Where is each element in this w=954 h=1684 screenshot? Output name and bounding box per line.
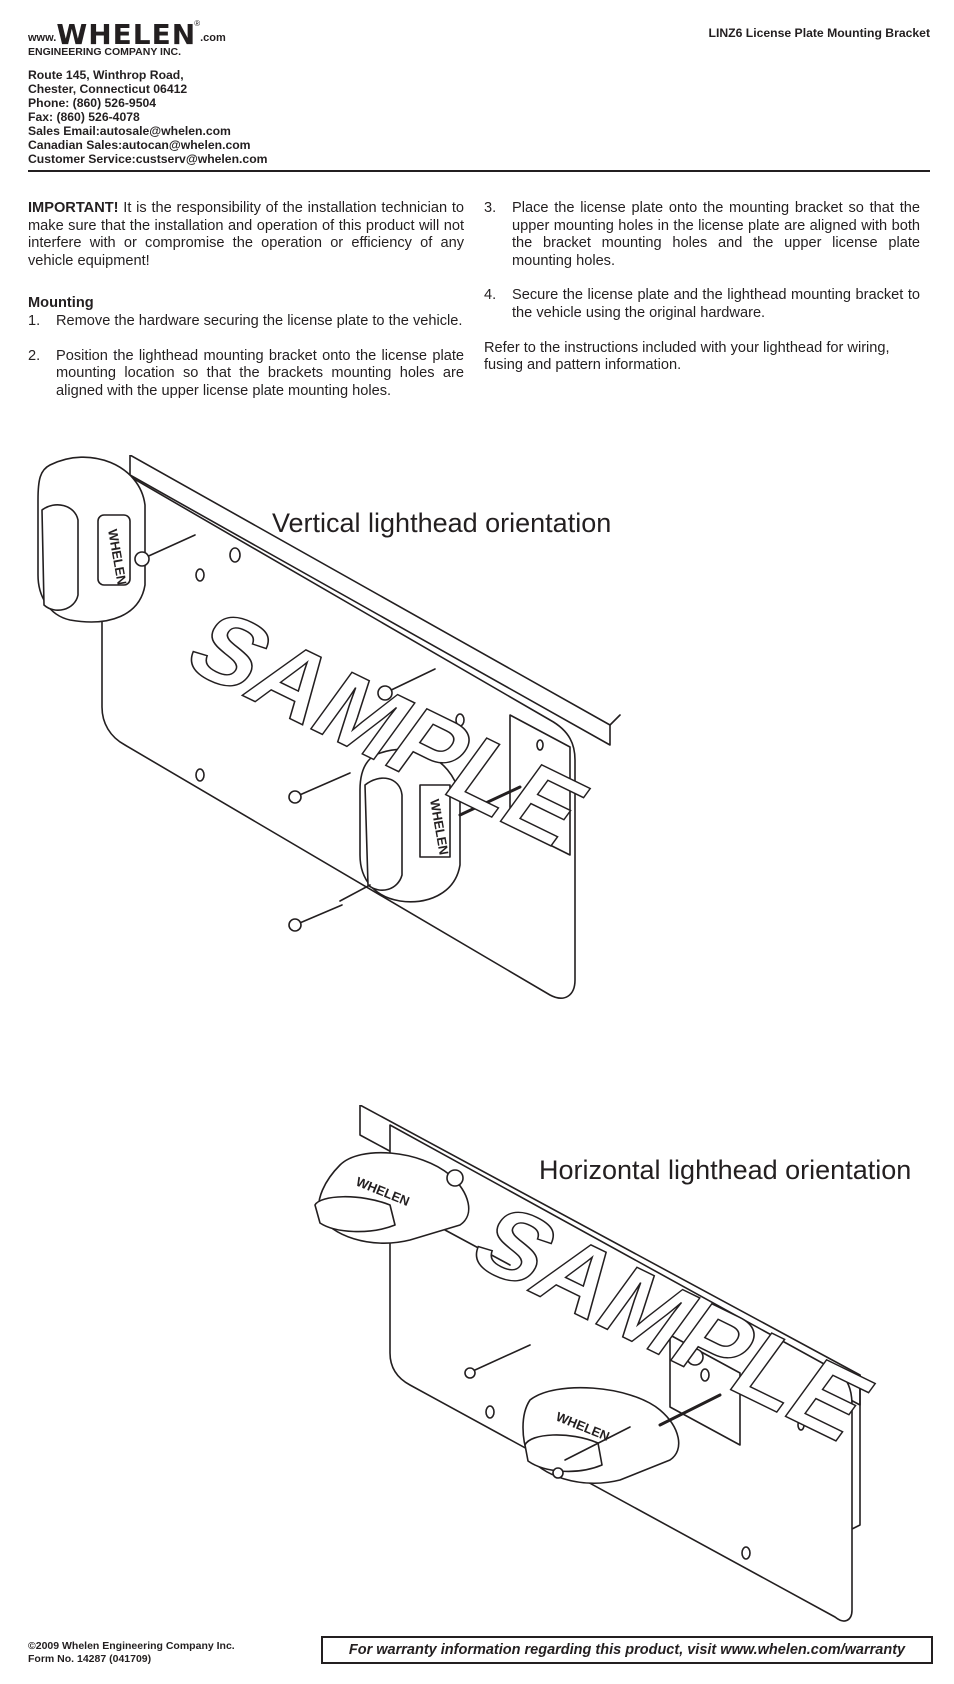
list-item: 4. Secure the license plate and the ligh…	[484, 287, 920, 322]
form-number: Form No. 14287 (041709)	[28, 1653, 152, 1665]
header-divider	[28, 170, 930, 172]
mounting-heading: Mounting	[28, 295, 94, 312]
step-text: Secure the license plate and the lighthe…	[512, 287, 920, 321]
step-text: Position the lighthead mounting bracket …	[56, 347, 464, 399]
step-text: Remove the hardware securing the license…	[56, 312, 463, 329]
sales-email-line: Sales Email:autosale@whelen.com	[28, 124, 231, 138]
horizontal-orientation-illustration: SAMPLE WHELEN WHELEN	[314, 1105, 880, 1622]
company-header: www. WHELEN ® .com ENGINEERING COMPANY I…	[28, 18, 267, 167]
step-text: Place the license plate onto the mountin…	[512, 200, 920, 269]
address-line: Route 145, Winthrop Road,	[28, 68, 184, 82]
step-number: 4.	[484, 287, 497, 304]
left-column: IMPORTANT! It is the responsibility of t…	[28, 200, 464, 417]
copyright: ©2009 Whelen Engineering Company Inc.	[28, 1640, 235, 1652]
canadian-sales-line: Canadian Sales:autocan@whelen.com	[28, 138, 251, 152]
phone-line: Phone: (860) 526-9504	[28, 96, 157, 110]
footer-info: ©2009 Whelen Engineering Company Inc. Fo…	[28, 1640, 235, 1666]
whelen-logo: www. WHELEN ® .com	[28, 18, 267, 51]
warranty-box: For warranty information regarding this …	[321, 1636, 933, 1664]
vertical-orientation-illustration: SAMPLE WHELEN WHELEN	[37, 455, 621, 999]
company-name: ENGINEERING COMPANY INC.	[28, 46, 182, 58]
fax-line: Fax: (860) 526-4078	[28, 110, 140, 124]
customer-service-line: Customer Service:custserv@whelen.com	[28, 152, 268, 166]
list-item: 2. Position the lighthead mounting brack…	[28, 348, 464, 401]
horizontal-orientation-caption: Horizontal lighthead orientation	[539, 1155, 912, 1185]
document-title: LINZ6 License Plate Mounting Bracket	[708, 26, 930, 40]
step-number: 2.	[28, 347, 41, 364]
important-text: It is the responsibility of the installa…	[28, 200, 464, 269]
wiring-note: Refer to the instructions included with …	[484, 339, 890, 374]
address-line: Chester, Connecticut 06412	[28, 82, 188, 96]
important-notice: IMPORTANT! It is the responsibility of t…	[28, 200, 464, 270]
contact-block: Route 145, Winthrop Road, Chester, Conne…	[28, 68, 267, 166]
step-number: 1.	[28, 312, 41, 329]
vertical-orientation-caption: Vertical lighthead orientation	[272, 508, 612, 538]
logo-registered-mark: ®	[194, 19, 201, 28]
list-item: 3. Place the license plate onto the moun…	[484, 200, 920, 270]
step-number: 3.	[484, 200, 497, 216]
right-column: 3. Place the license plate onto the moun…	[484, 200, 920, 375]
logo-suffix: .com	[200, 32, 226, 44]
logo-brand: WHELEN	[56, 18, 197, 51]
important-label: IMPORTANT!	[28, 200, 119, 216]
logo-prefix: www.	[28, 32, 57, 44]
list-item: 1. Remove the hardware securing the lice…	[28, 313, 464, 331]
